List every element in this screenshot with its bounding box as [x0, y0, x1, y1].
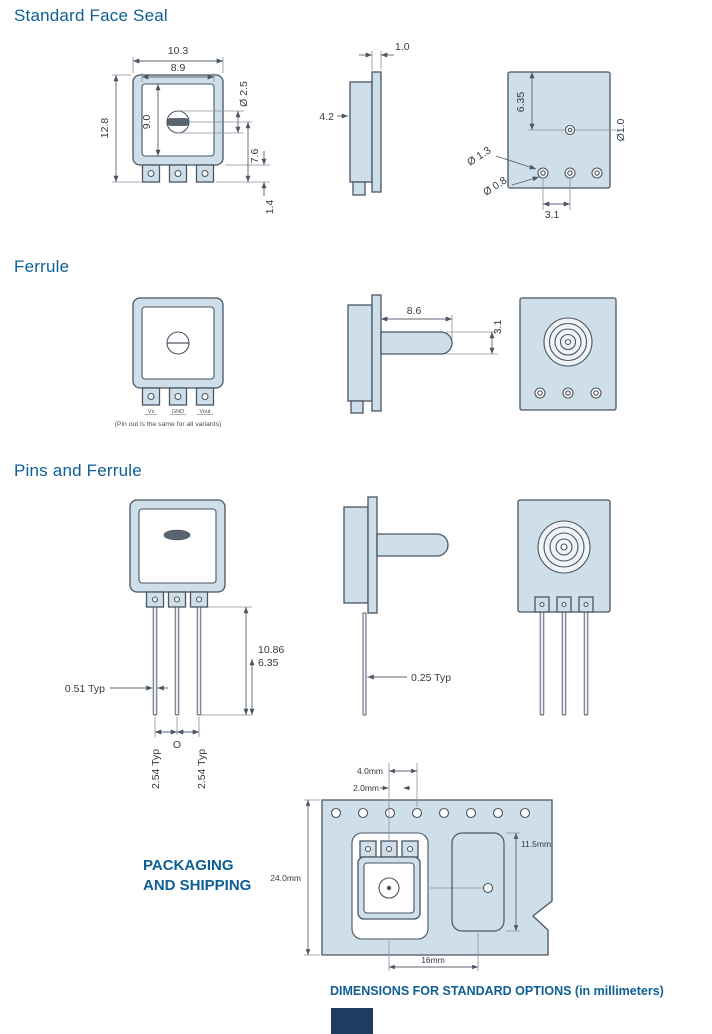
dimension-lines: [337, 51, 394, 119]
ferrule-tube: [376, 533, 449, 557]
dim-pin-length: 10.86: [258, 644, 284, 656]
dim-hole-pitch: 4.0mm: [357, 766, 383, 776]
pin-holes: [537, 167, 603, 179]
dimension-lines: [495, 72, 616, 210]
body-side: [343, 506, 369, 604]
dim-ferrule-diameter: 3.1: [492, 320, 504, 335]
dim-pocket-pitch: 16mm: [421, 955, 445, 965]
pin-pads: [534, 596, 594, 613]
packaging-drawing: 4.0mm 2.0mm 11.5mm 24.0mm 16mm: [270, 763, 553, 971]
pins: [152, 606, 202, 716]
packaging-heading-line1: PACKAGING: [143, 857, 234, 874]
dim-pitch-right: 2.54 Typ: [196, 749, 208, 789]
pins-ferrule-back-view: [517, 499, 611, 716]
face-seal-front-view: 10.3 8.9 12.8 9.0 Ø 2.5 7.6 1.4: [99, 45, 276, 214]
datum-mark: O: [173, 739, 181, 751]
ferrule-tube: [380, 331, 453, 355]
footer-note: DIMENSIONS FOR STANDARD OPTIONS (in mill…: [330, 984, 664, 998]
dim-ferrule-length: 8.6: [407, 305, 422, 317]
ferrule-drawing: Vs GND Vout (Pin out is the same for all…: [115, 294, 617, 428]
index-hole: [482, 882, 494, 894]
ferrule-back-view: [519, 297, 617, 411]
package-face: [138, 508, 217, 584]
pin-label-vout: Vout: [199, 409, 210, 415]
dim-hole-pitch: 3.1: [545, 209, 560, 221]
dim-vent-diameter: Ø 2.5: [238, 81, 250, 107]
empty-pocket-outline: [451, 832, 505, 932]
section-title-ferrule: Ferrule: [14, 257, 70, 276]
pin-label-vs: Vs: [148, 409, 155, 415]
face-seal-side-view: 1.0 4.2: [319, 41, 410, 196]
dim-pitch-left: 2.54 Typ: [150, 749, 162, 789]
pressure-port: [564, 124, 576, 136]
dim-hole-to-pocket: 2.0mm: [353, 783, 379, 793]
dim-pin-width: 0.51 Typ: [65, 683, 105, 695]
vent-slot: [166, 118, 190, 126]
sprocket-holes: [330, 807, 531, 819]
flange-plate: [371, 71, 382, 193]
ferrule-rings: [537, 520, 591, 574]
flange-plate: [371, 294, 382, 412]
dim-pocket-length: 11.5mm: [521, 839, 551, 849]
pins-ferrule-front-view: 10.86 6.35 0.51 Typ O 2.54 Typ 2.54 Typ: [65, 499, 284, 789]
dim-port-offset: 6.35: [515, 92, 527, 113]
dim-hole-inner: Ø 0.8: [481, 174, 509, 198]
footer-band: [331, 1008, 373, 1034]
pins-ferrule-side-view: 0.25 Typ: [343, 496, 451, 716]
dim-inner-width: 8.9: [171, 62, 186, 74]
pin-label-gnd: GND: [172, 409, 184, 415]
face-seal-back-view: 6.35 Ø1.0 Ø 1.3 Ø 0.8 3.1: [465, 71, 627, 221]
pin-stub: [350, 400, 364, 414]
dim-pin-strip: 1.4: [264, 200, 276, 215]
pin-stub: [352, 181, 366, 196]
section-title-pins-ferrule: Pins and Ferrule: [14, 461, 142, 480]
pinout-note: (Pin out is the same for all variants): [115, 421, 222, 428]
dimension-lines: [381, 315, 498, 355]
flange-plate: [367, 496, 378, 614]
dim-overall-height: 12.8: [99, 118, 111, 139]
packaging-heading-line2: AND SHIPPING: [143, 877, 252, 895]
ferrule-rings: [543, 317, 593, 367]
dim-pin-length-alt: 6.35: [258, 657, 279, 669]
dim-inner-height: 9.0: [141, 115, 153, 130]
dim-port-diameter: Ø1.0: [615, 118, 627, 141]
sensor-in-pocket: [357, 840, 421, 920]
dim-plate-thickness: 1.0: [395, 41, 410, 53]
body-side: [349, 81, 373, 183]
dim-vent-to-pin: 7.6: [249, 149, 261, 164]
section-title-face-seal: Standard Face Seal: [14, 6, 168, 25]
pin-pads: [145, 591, 209, 608]
pin-holes: [534, 387, 602, 399]
pin-pads: [141, 387, 215, 406]
vent-slot: [163, 529, 191, 541]
body-side: [347, 304, 373, 402]
pins-ferrule-drawing: 10.86 6.35 0.51 Typ O 2.54 Typ 2.54 Typ …: [65, 496, 611, 789]
dim-pin-thickness: 0.25 Typ: [411, 672, 451, 684]
dim-top-width: 10.3: [168, 45, 189, 57]
pins: [539, 611, 589, 716]
dimension-lines: [110, 606, 255, 737]
dim-hole-outer: Ø 1.3: [465, 144, 493, 168]
dimension-lines: [304, 763, 520, 971]
ferrule-side-view: 8.6 3.1: [347, 294, 504, 414]
packaging-heading: PACKAGING AND SHIPPING: [143, 856, 251, 897]
pin-side: [362, 612, 367, 716]
ferrule-front-view: Vs GND Vout (Pin out is the same for all…: [115, 297, 224, 428]
dim-tape-width: 24.0mm: [270, 873, 301, 883]
pin-pads: [141, 164, 215, 183]
face-seal-drawing: 10.3 8.9 12.8 9.0 Ø 2.5 7.6 1.4 1.0 4.2: [99, 41, 627, 221]
part-pocket: [351, 832, 429, 940]
dimension-lines: [112, 57, 270, 196]
dim-body-depth: 4.2: [319, 111, 334, 123]
